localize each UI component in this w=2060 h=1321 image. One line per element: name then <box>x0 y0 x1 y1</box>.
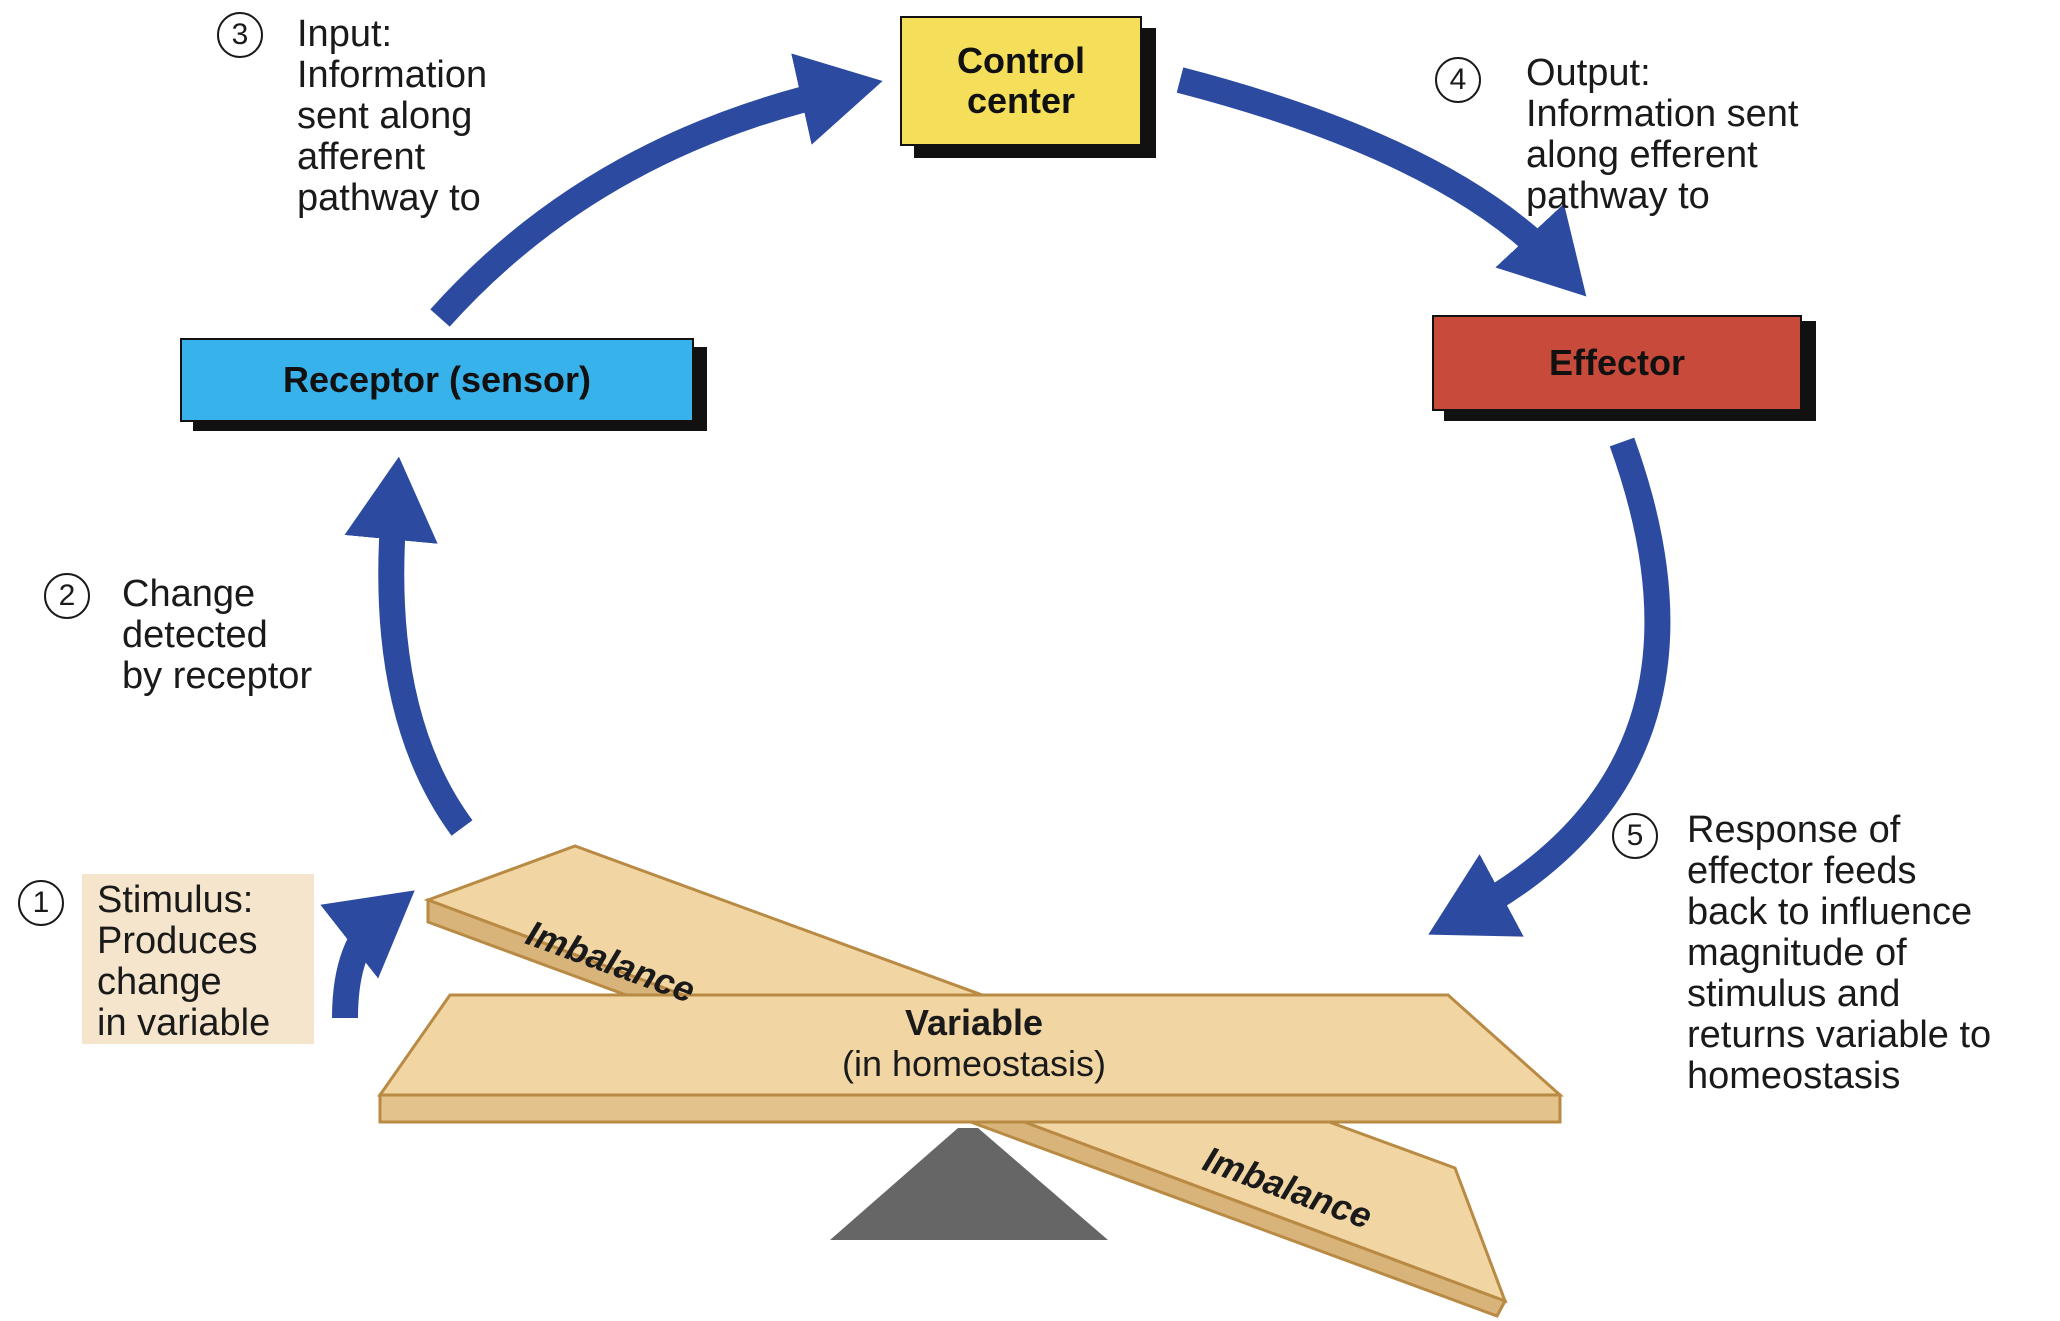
variable-subtitle: (in homeostasis) <box>841 1043 1107 1084</box>
step-2-number: 2 <box>44 573 90 619</box>
step-5-number: 5 <box>1612 813 1658 859</box>
feedback-arrow <box>1428 437 1671 937</box>
variable-plank-front-face <box>378 1093 1562 1124</box>
step-4-number: 4 <box>1435 57 1481 103</box>
step-4-text: Output: Information sent along efferent … <box>1526 52 1799 217</box>
stimulus-background <box>82 874 314 1044</box>
stimulus-arrow <box>320 890 415 1019</box>
control-center-box: Control center <box>900 16 1142 146</box>
step-1-number: 1 <box>18 880 64 926</box>
step-1-text: Stimulus: Produces change in variable <box>97 879 271 1044</box>
fulcrum <box>830 1128 1108 1240</box>
step-3-number: 3 <box>217 12 263 58</box>
receptor-box: Receptor (sensor) <box>180 338 694 422</box>
receptor-label: Receptor (sensor) <box>282 359 592 400</box>
arrow-to-effector <box>1176 67 1587 297</box>
control-center-label: Control center <box>957 40 1085 121</box>
effector-label: Effector <box>1548 342 1686 383</box>
arrow-to-receptor <box>344 456 473 836</box>
step-3-text: Input: Information sent along afferent p… <box>297 13 488 219</box>
arrow-to-control-center <box>430 53 883 327</box>
step-5-text: Response of effector feeds back to influ… <box>1687 809 1992 1097</box>
step-2-text: Change detected by receptor <box>122 573 313 697</box>
effector-box: Effector <box>1432 315 1802 411</box>
variable-plank <box>377 993 1564 1124</box>
variable-title: Variable <box>904 1002 1044 1043</box>
